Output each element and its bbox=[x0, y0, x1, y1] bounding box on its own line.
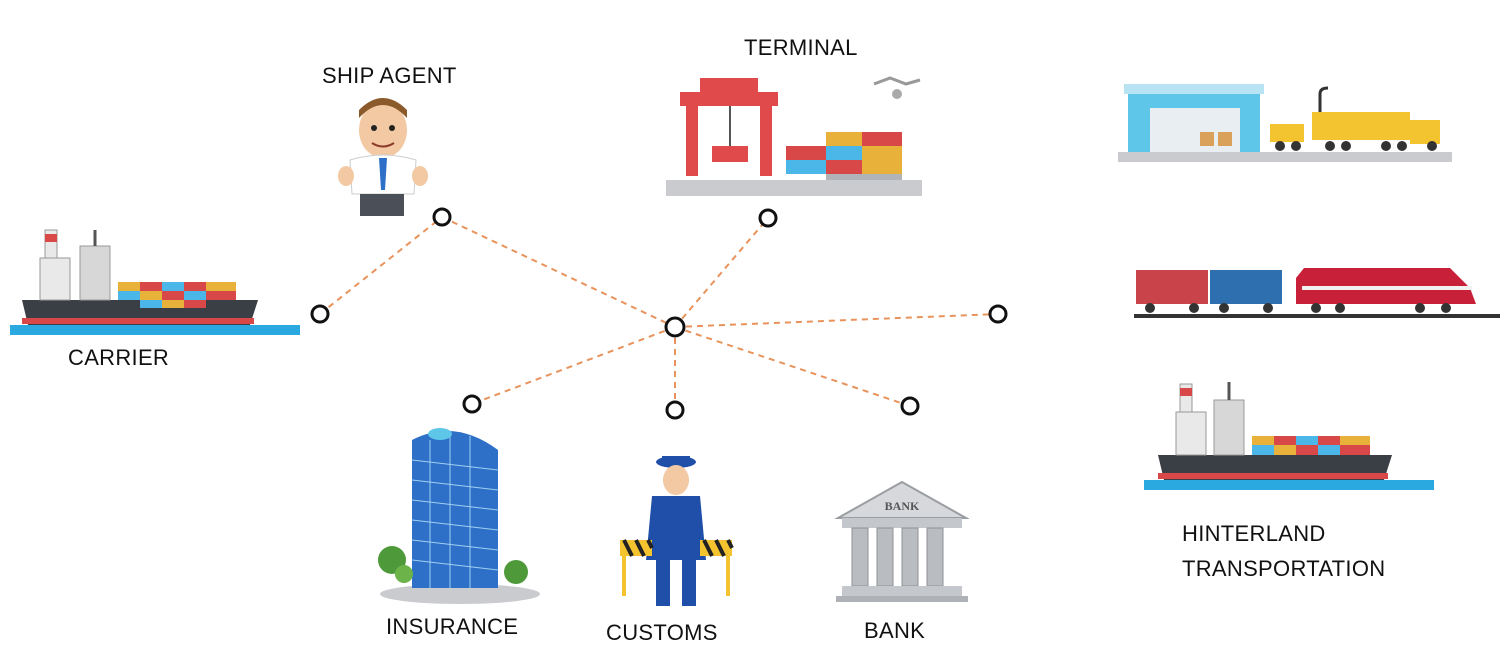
bank-label: BANK bbox=[864, 618, 926, 643]
node-bank bbox=[900, 396, 920, 416]
office-building-icon bbox=[378, 428, 540, 604]
hinterland-label-line1: HINTERLAND bbox=[1182, 521, 1326, 546]
connector-hub-terminal bbox=[674, 217, 769, 328]
insurance-label: INSURANCE bbox=[386, 614, 519, 639]
connector-agent-hub bbox=[441, 216, 676, 328]
warehouse-truck-icon bbox=[1118, 84, 1452, 162]
container-ship-icon bbox=[1144, 382, 1434, 490]
ship-agent-label: SHIP AGENT bbox=[322, 63, 457, 88]
hinterland-label: HINTERLAND TRANSPORTATION bbox=[1182, 516, 1385, 586]
node-ship-agent bbox=[432, 207, 452, 227]
bank-sign-text: BANK bbox=[885, 499, 920, 513]
customs-label: CUSTOMS bbox=[606, 620, 718, 645]
terminal-crane-icon bbox=[666, 76, 922, 196]
node-carrier bbox=[310, 304, 330, 324]
ship-agent-person-icon bbox=[338, 98, 428, 216]
connector-hub-carrier bbox=[319, 216, 443, 315]
node-customs bbox=[665, 400, 685, 420]
node-rings bbox=[310, 207, 1008, 420]
bank-building-icon: BANK bbox=[834, 480, 970, 602]
freight-train-icon bbox=[1134, 268, 1500, 318]
carrier-label: CARRIER bbox=[68, 345, 170, 370]
node-hub bbox=[664, 316, 686, 338]
connector-lines bbox=[319, 216, 999, 410]
terminal-label: TERMINAL bbox=[744, 35, 858, 60]
connector-hub-insurance bbox=[471, 326, 676, 405]
node-terminal bbox=[758, 208, 778, 228]
container-ship-icon bbox=[10, 229, 300, 335]
hinterland-label-line2: TRANSPORTATION bbox=[1182, 556, 1386, 581]
node-hinterland bbox=[988, 304, 1008, 324]
connector-hub-hinterland bbox=[674, 313, 999, 328]
connector-hub-bank bbox=[674, 326, 911, 407]
customs-officer-icon bbox=[620, 456, 734, 606]
node-insurance bbox=[462, 394, 482, 414]
